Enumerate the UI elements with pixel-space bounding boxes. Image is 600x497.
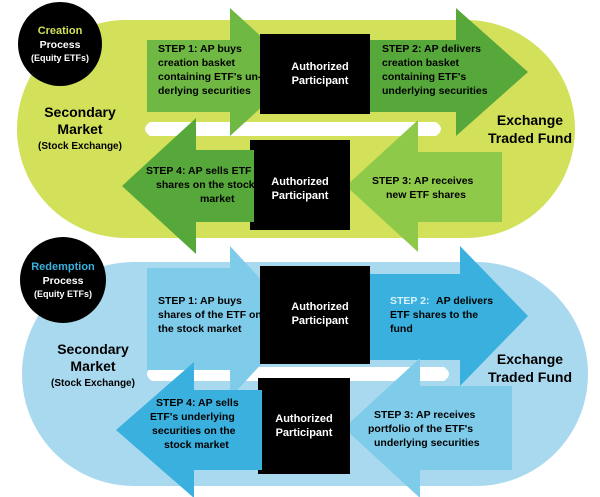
redemption-title-badge	[20, 237, 106, 323]
redemption-step2-rest: AP delivers	[436, 295, 493, 307]
redemption-left-line2: Market	[70, 358, 115, 374]
creation-title-line2: Process	[40, 39, 81, 51]
redemption-step4-line: securities on the	[152, 425, 236, 437]
creation-ap-top-line2: Participant	[292, 75, 349, 87]
creation-step4-line: STEP 4: AP sells ETF	[146, 165, 252, 177]
redemption-ap-top-box	[260, 266, 370, 364]
creation-step3-line: new ETF shares	[386, 189, 466, 201]
redemption-step2-line: STEP 2: AP delivers	[390, 295, 493, 307]
redemption-step1-line: the stock market	[158, 323, 242, 335]
redemption-step3-arrow	[344, 358, 512, 497]
redemption-title-line3: (Equity ETFs)	[34, 289, 92, 299]
creation-ap-top-line1: Authorized	[291, 61, 348, 73]
creation-step2-arrow	[370, 8, 528, 136]
redemption-step2-text: STEP 2: AP delivers ETF shares to the fu…	[390, 295, 493, 335]
creation-title-badge	[18, 2, 102, 86]
redemption-title-line2: Process	[43, 275, 84, 287]
creation-step3-arrow	[346, 120, 502, 252]
redemption-step4-line: STEP 4: AP sells	[156, 397, 239, 409]
creation-step3-line: STEP 3: AP receives	[372, 175, 474, 187]
creation-right-line2: Traded Fund	[488, 130, 572, 146]
redemption-left-line1: Secondary	[57, 341, 129, 357]
creation-left-line3: (Stock Exchange)	[38, 141, 122, 152]
creation-step1-line: containing ETF's un-	[158, 71, 262, 83]
redemption-title-line1: Redemption	[31, 261, 95, 273]
redemption-step3-line: underlying securities	[374, 437, 480, 449]
redemption-step2-arrow	[370, 246, 528, 386]
creation-step1-line: STEP 1: AP buys	[158, 43, 242, 55]
creation-step4-text: STEP 4: AP sells ETF shares on the stock…	[146, 165, 255, 205]
redemption-step4-line: stock market	[164, 439, 229, 451]
redemption-ap-top-line1: Authorized	[291, 301, 348, 313]
creation-left-line2: Market	[57, 121, 102, 137]
redemption-step3-text: STEP 3: AP receives portfolio of the ETF…	[368, 409, 480, 449]
creation-ap-bottom-box	[250, 140, 350, 230]
creation-step1-text: STEP 1: AP buys creation basket containi…	[158, 43, 262, 97]
redemption-left-line3: (Stock Exchange)	[51, 378, 135, 389]
creation-step2-line: creation basket	[382, 57, 460, 69]
redemption-step1-line: STEP 1: AP buys	[158, 295, 242, 307]
creation-title-line3: (Equity ETFs)	[31, 53, 89, 63]
redemption-step1-line: shares of the ETF on	[158, 309, 262, 321]
redemption-step2-line: fund	[390, 323, 413, 335]
creation-step4-line: market	[200, 193, 235, 205]
creation-step2-line: underlying securities	[382, 85, 488, 97]
creation-step4-arrow	[122, 118, 254, 254]
creation-step4-line: shares on the stock	[156, 179, 255, 191]
creation-left-line1: Secondary	[44, 104, 116, 120]
redemption-ap-bottom-line1: Authorized	[275, 413, 332, 425]
redemption-right-line2: Traded Fund	[488, 369, 572, 385]
redemption-step3-line: STEP 3: AP receives	[374, 409, 476, 421]
redemption-ap-bottom-line2: Participant	[276, 427, 333, 439]
creation-step3-text: STEP 3: AP receives new ETF shares	[372, 175, 474, 201]
redemption-step4-text: STEP 4: AP sells ETF's underlying securi…	[150, 397, 239, 451]
redemption-step4-arrow	[116, 362, 262, 497]
creation-ap-bottom-line2: Participant	[272, 190, 329, 202]
creation-step2-line: STEP 2: AP delivers	[382, 43, 481, 55]
redemption-step1-text: STEP 1: AP buys shares of the ETF on the…	[158, 295, 262, 335]
creation-ap-bottom-line1: Authorized	[271, 176, 328, 188]
creation-step1-line: creation basket	[158, 57, 236, 69]
creation-right-line1: Exchange	[497, 112, 563, 128]
redemption-ap-bottom-box	[258, 378, 350, 474]
creation-ap-top-box	[260, 34, 370, 114]
creation-step2-line: containing ETF's	[382, 71, 466, 83]
creation-title-line1: Creation	[38, 25, 83, 37]
creation-step1-line: derlying securities	[158, 85, 251, 97]
redemption-section: Redemption Process (Equity ETFs) Seconda…	[20, 237, 588, 497]
creation-step2-text: STEP 2: AP delivers creation basket cont…	[382, 43, 488, 97]
redemption-right-line1: Exchange	[497, 351, 563, 367]
redemption-ap-top-line2: Participant	[292, 315, 349, 327]
redemption-step2-prefix: STEP 2:	[390, 295, 430, 307]
creation-section: Creation Process (Equity ETFs) Secondary…	[17, 2, 575, 254]
redemption-step2-line: ETF shares to the	[390, 309, 478, 321]
redemption-step3-line: portfolio of the ETF's	[368, 423, 473, 435]
redemption-step4-line: ETF's underlying	[150, 411, 235, 423]
